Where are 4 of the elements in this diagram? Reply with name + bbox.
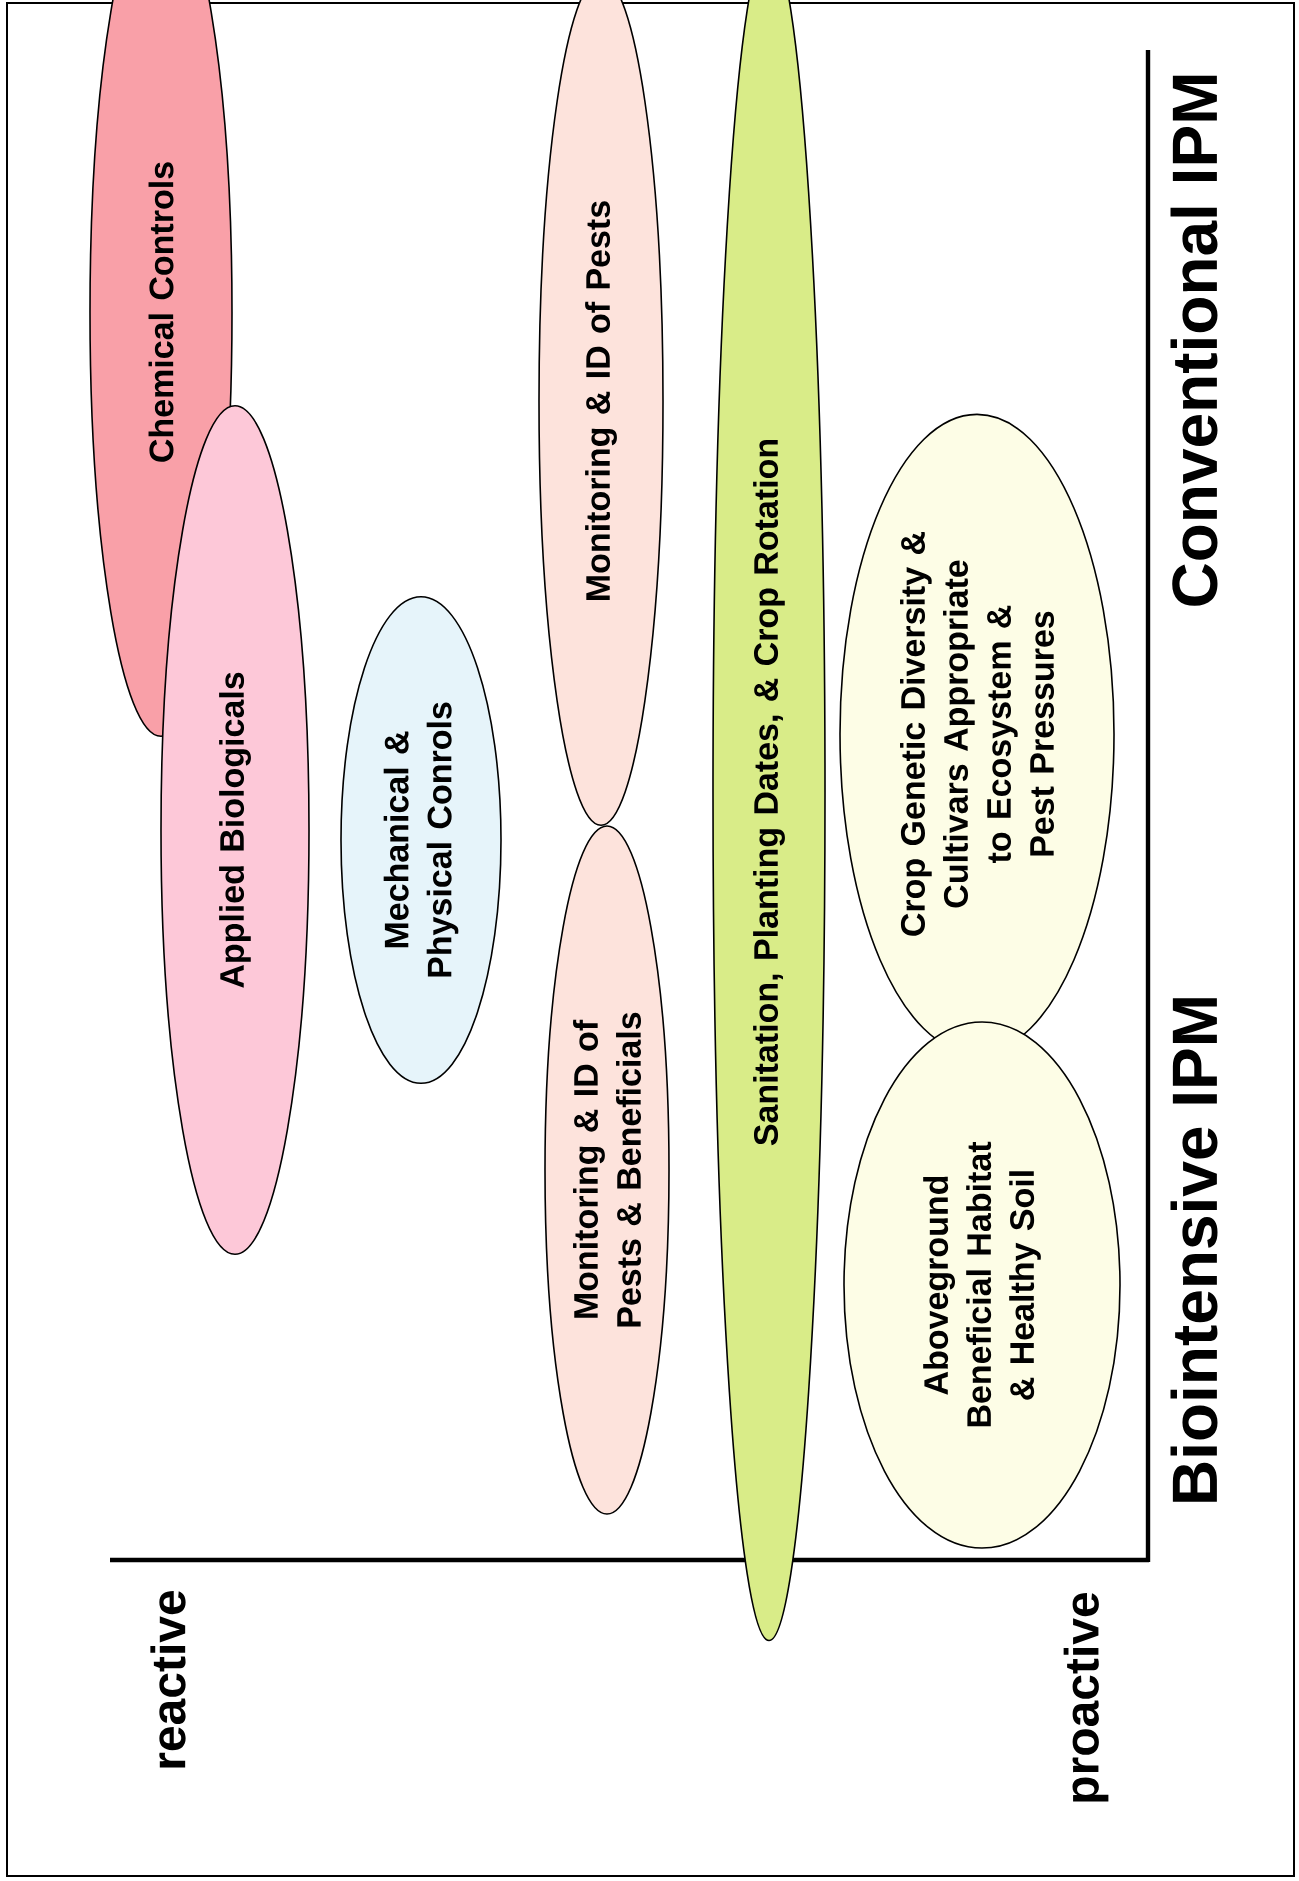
axis-title: Biointensive IPM bbox=[1170, 998, 1218, 1502]
axis-label: proactive bbox=[1063, 1592, 1109, 1802]
axis-label: reactive bbox=[150, 1590, 186, 1768]
axis-title: Conventional IPM bbox=[1170, 75, 1218, 606]
